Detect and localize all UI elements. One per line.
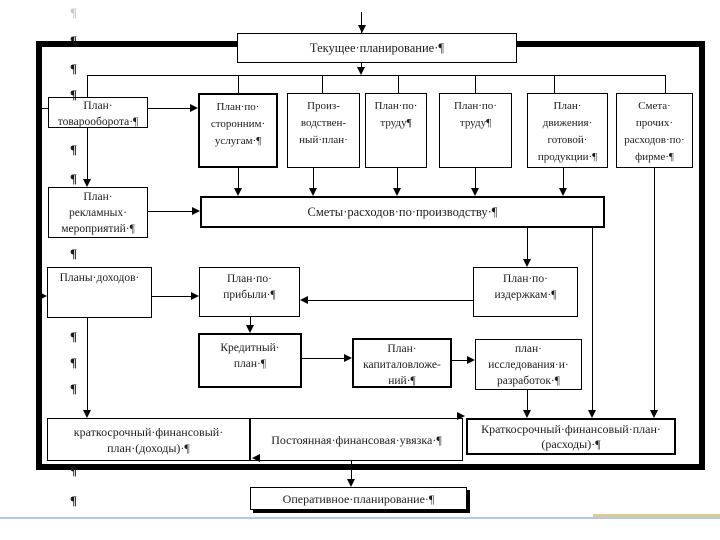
box-other-firm-expenses: Смета· прочих· расходов·по· фирме·¶ [616,93,693,168]
connector-costs-profit [307,300,473,301]
connector-turnover-services [148,108,191,109]
connector-goods-estimates [563,167,564,190]
rail-drop-goods [554,75,555,93]
arrowhead-profit-credit [246,325,254,333]
arrowhead-otherexp-expensesplan [650,410,658,418]
box-short-term-income: краткосрочный·финансовый· план·(доходы)·… [47,418,250,461]
arrowhead-into-advertising [83,179,91,187]
connector-otherexp-expensesplan [654,168,655,412]
arrowhead-credit-capital [344,354,352,362]
arrowhead-costs-profit [300,296,308,304]
box-current-planning: Текущее·планирование·¶ [237,33,517,63]
pilcrow-mark: ¶ [70,463,78,478]
rail-drop-other-expenses [665,75,666,93]
connector-capital-rnd [452,360,468,361]
box-third-party-services: План·по· сторонним· услугам·¶ [198,93,278,168]
pilcrow-mark: ¶ [70,355,78,370]
box-credit-plan: Кредитный· план·¶ [198,333,302,388]
arrowhead-income-profit [191,292,199,300]
pilcrow-mark: ¶ [70,142,78,157]
connector-into-top [361,12,362,33]
box-goods-movement: План· движения· готовой· продукции·¶ [527,93,608,168]
box-production-cost-estimates: Сметы·расходов·по·производству·¶ [200,196,605,228]
connector-labor1-estimates [397,167,398,190]
pilcrow-mark: ¶ [70,5,78,20]
connector-production-estimates [313,167,314,190]
connector-labor2-estimates [475,167,476,190]
arrowhead-turnover-services [190,104,198,112]
rail-drop-production [322,75,323,93]
pilcrow-mark: ¶ [70,33,78,48]
pilcrow-mark: ¶ [70,381,78,396]
connector-turnover-left-h [37,108,48,109]
box-labor-plan-1: План·по· труду¶ [365,93,427,168]
connector-advertising-estimates [148,211,193,212]
arrowhead-production-estimates [309,188,317,196]
arrowhead-capital-rnd [467,356,475,364]
arrowhead-labor1-estimates [393,188,401,196]
box-production-plan: Произ- водствен- ный·план· [287,93,360,168]
rail-drop-labor1 [398,75,399,93]
box-profit-plan: План·по· прибыли·¶ [199,267,300,317]
box-advertising-plan: План· рекламных· мероприятий·¶ [48,187,148,238]
box-operational-planning: Оперативное·планирование·¶ [250,487,467,510]
arrowhead-into-current-planning [358,25,366,33]
connector-profit-credit [250,317,251,327]
pilcrow-mark: ¶ [70,329,78,344]
connector-linkage-operational [351,461,352,481]
connector-rail [87,75,666,76]
pilcrow-mark: ¶ [70,246,78,261]
connector-services-estimates [238,167,239,190]
arrowhead-left-into-income [39,292,47,300]
connector-turnover-advertising [87,128,88,181]
box-costs-plan: План·по· издержкам·¶ [473,267,578,317]
arrowhead-linkage-to-income [252,454,260,462]
arrowhead-linkage-to-expenses [457,412,465,420]
box-research-development: план· исследования·и· разработок·¶ [475,339,582,390]
rail-drop-services [238,75,239,93]
page-bottom-line-tan [593,514,720,517]
arrowhead-estimates-expensesplan [588,410,596,418]
pilcrow-mark: ¶ [70,171,78,186]
box-labor-plan-2: План·по· труду¶ [439,93,512,168]
connector-top-to-rail [361,62,362,71]
pilcrow-mark: ¶ [70,61,78,76]
pilcrow-mark: ¶ [70,493,78,508]
arrowhead-labor2-estimates [471,188,479,196]
arrowhead-advertising-estimates [192,207,200,215]
arrowhead-estimates-costs [523,259,531,267]
box-turnover-plan: План· товарооборота·¶ [48,97,148,128]
arrowhead-into-operational [347,479,355,487]
connector-income-shortterm [87,318,88,412]
box-capital-investments: План· капиталовложе- ний·¶ [352,338,452,388]
arrowhead-rnd-expensesplan [523,410,531,418]
connector-income-profit [152,296,192,297]
pilcrow-mark: ¶ [70,87,78,102]
box-income-plans: Планы·доходов· [47,267,152,318]
connector-estimates-expensesplan [592,228,593,412]
rail-drop-labor2 [475,75,476,93]
rail-drop-turnover [87,75,88,97]
connector-left-vertical [37,108,38,297]
connector-credit-capital [302,358,345,359]
arrowhead-income-shortterm [83,410,91,418]
page-bottom-line-blue [0,517,720,519]
arrowhead-goods-estimates [559,188,567,196]
arrowhead-services-estimates [234,188,242,196]
box-short-term-expenses: Краткосрочный·финансовый·план· (расходы)… [466,418,676,455]
connector-rnd-expensesplan [527,390,528,412]
box-financial-linkage: Постоянная·финансовая·увязка·¶ [250,418,463,461]
arrowhead-top-to-rail [357,67,365,75]
connector-estimates-costs [527,228,528,261]
